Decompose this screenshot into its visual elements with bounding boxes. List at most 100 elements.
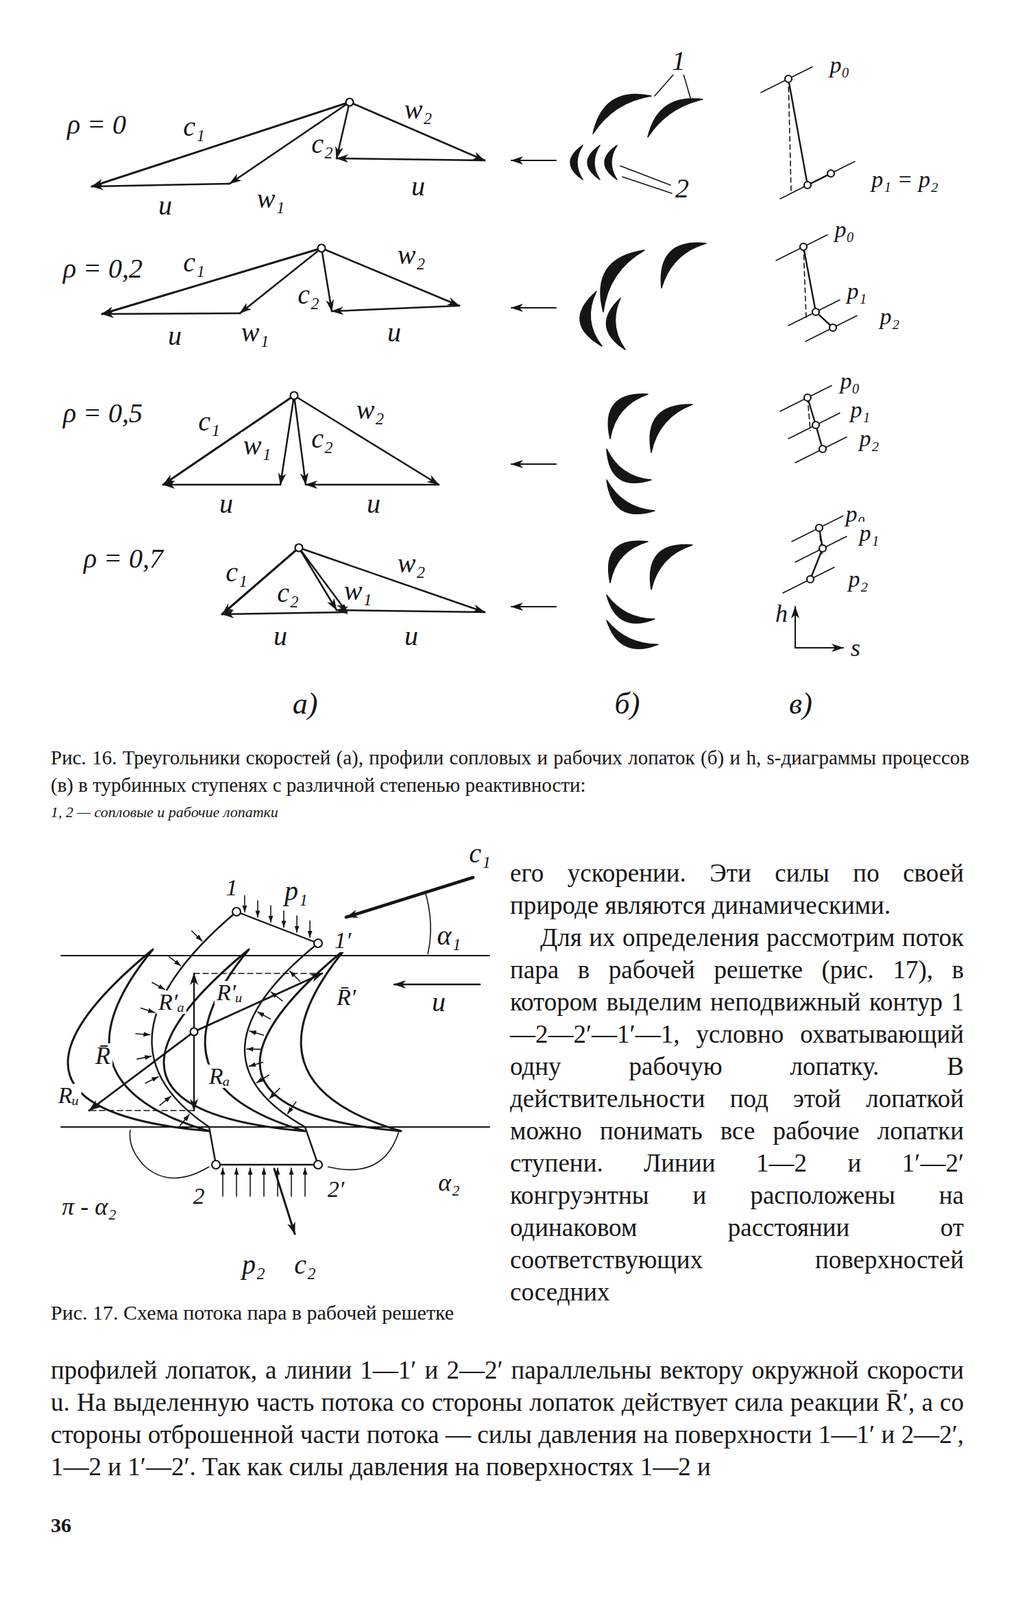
- figure-label: ρ = 0,5: [61, 399, 145, 428]
- figure-label: p₁: [845, 279, 870, 304]
- flow-arrow: [511, 606, 556, 608]
- force-component: [194, 972, 321, 975]
- velocity-vector: [229, 102, 350, 184]
- pressure-arrow: [169, 956, 181, 966]
- pressure-arrow: [290, 1168, 293, 1197]
- figure-label: c₁: [196, 407, 223, 436]
- point-marker: [829, 324, 837, 332]
- control-contour: [244, 943, 319, 1165]
- pressure-arrow: [246, 1048, 262, 1051]
- pressure-arrow: [235, 1168, 238, 1197]
- rotor-blade-profile: [67, 949, 210, 1132]
- nozzle-blade: [649, 544, 693, 590]
- caption-legend: 1, 2 — сопловые и рабочие лопатки: [50, 802, 970, 822]
- control-contour: [215, 1164, 319, 1166]
- figure-label: c₁: [466, 839, 493, 868]
- rotor-blade-profile: [163, 949, 306, 1132]
- rotor-blade: [604, 145, 617, 180]
- pressure-arrow: [249, 1168, 251, 1197]
- velocity-vector: [336, 158, 485, 161]
- figure-label: u: [165, 322, 184, 350]
- process-line: [788, 78, 831, 186]
- velocity-vector: [91, 183, 230, 187]
- figure-label: Rᵤ: [56, 1083, 82, 1108]
- velocity-vector: [163, 483, 281, 487]
- velocity-vector: [102, 313, 240, 314]
- axis-line: [795, 647, 844, 649]
- figure-label: c₁: [223, 558, 250, 587]
- pressure-arrow: [287, 1101, 297, 1114]
- point-marker: [290, 392, 299, 400]
- pressure-arrow: [135, 1033, 151, 1036]
- figure-label: R̄′: [334, 985, 358, 1010]
- pressure-arrow: [179, 1114, 190, 1126]
- rotor-blade: [606, 449, 652, 483]
- point-marker: [804, 394, 811, 402]
- isobar-line: [782, 567, 835, 594]
- figure-label: α₂: [435, 1170, 462, 1195]
- figure-label: u: [429, 988, 448, 1016]
- pressure-arrow: [145, 1076, 159, 1084]
- figure-label: w₂: [354, 396, 387, 424]
- process-line: [803, 246, 833, 328]
- figure-label: w₂: [395, 241, 428, 269]
- velocity-vector: [91, 102, 350, 187]
- velocity-vector: [239, 248, 322, 314]
- angle-arc: [425, 891, 431, 955]
- point-marker: [232, 907, 241, 916]
- velocity-vector: [298, 547, 337, 611]
- velocity-vector: [294, 395, 306, 485]
- figure-label: u: [402, 622, 421, 650]
- rotor-blade: [570, 145, 583, 180]
- force-vector: [193, 1031, 195, 1111]
- velocity-vector: [331, 305, 460, 312]
- figure-label: 2: [673, 174, 692, 203]
- point-marker: [819, 445, 827, 453]
- figure-label: π - α₂: [59, 1194, 118, 1219]
- figure-label: p₁: [848, 398, 873, 422]
- figure-label: w₁: [255, 185, 288, 213]
- velocity-vector: [222, 612, 347, 615]
- figure-label: c₁: [180, 248, 208, 277]
- leader-line: [654, 74, 674, 96]
- point-marker: [190, 1028, 199, 1036]
- rotor-blade: [587, 145, 600, 180]
- figure-label: R′ᵤ: [214, 980, 245, 1005]
- point-marker: [313, 1160, 323, 1169]
- velocity-vector: [163, 395, 295, 485]
- figure-label: p₀: [838, 369, 863, 393]
- pressure-arrow: [159, 1096, 171, 1106]
- isobar-line: [776, 235, 828, 262]
- body-text: профилей лопаток, а линии 1—1′ и 2—2′ па…: [50, 1353, 964, 1483]
- pressure-arrow: [256, 1074, 269, 1083]
- nozzle-blade: [649, 404, 693, 453]
- velocity-vector: [298, 547, 485, 613]
- point-marker: [211, 1160, 221, 1169]
- figure-label: p₀: [832, 217, 857, 242]
- figure-label: c₂: [309, 130, 336, 158]
- figure-label: u: [385, 318, 404, 347]
- process-line: [810, 527, 823, 580]
- figure-label: p₂: [239, 1251, 268, 1279]
- force-vector: [193, 973, 195, 1032]
- figure-label: u: [409, 172, 428, 201]
- figure-caption: Рис. 17. Схема потока пара в рабочей реш…: [50, 1299, 490, 1327]
- pressure-arrow: [191, 930, 203, 942]
- leader-line: [683, 74, 692, 101]
- axis-line: [794, 606, 796, 648]
- isobar-line: [791, 516, 844, 543]
- pressure-arrow: [289, 971, 301, 982]
- nozzle-blade: [600, 250, 645, 312]
- figure-label: Rₐ: [207, 1064, 233, 1088]
- pressure-arrow: [269, 1088, 280, 1099]
- inlet-velocity: [346, 877, 474, 918]
- angle-arc: [327, 1131, 399, 1170]
- figure-label: u: [217, 490, 236, 518]
- figure-label: u: [364, 490, 383, 518]
- control-contour: [152, 911, 237, 1165]
- figure-label: c₁: [180, 113, 208, 141]
- figure-label: 1′: [332, 928, 354, 953]
- pressure-arrow: [257, 1011, 271, 1019]
- control-contour: [236, 911, 319, 944]
